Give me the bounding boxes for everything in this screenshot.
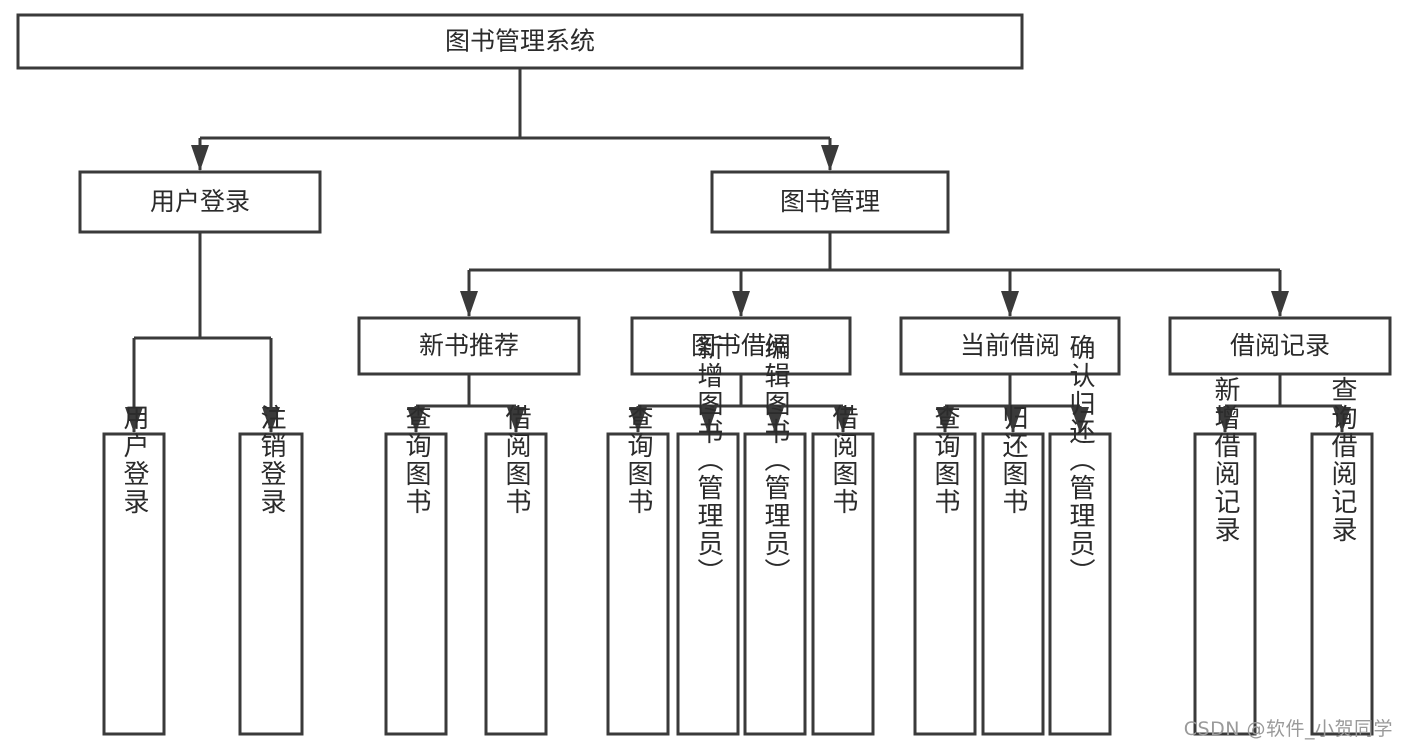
node-box (16, 13, 1024, 70)
node-当前借阅-查询图书[interactable]: 查询图书 (913, 404, 977, 736)
node-box (357, 316, 581, 376)
node-box (484, 432, 548, 736)
node-box (811, 432, 875, 736)
arrow-head-icon (191, 145, 209, 171)
arrow-head-icon (1333, 407, 1351, 433)
node-图书借阅-编辑图书管理员[interactable]: 编辑图书（管理员） (743, 334, 807, 736)
node-label: 查询借阅记录 (1327, 376, 1357, 544)
node-box (676, 432, 740, 736)
node-box (1193, 432, 1257, 736)
node-借阅记录-新增借阅记录[interactable]: 新增借阅记录 (1193, 376, 1257, 736)
arrow-head-icon (507, 407, 525, 433)
node-box (630, 316, 852, 376)
arrow-head-icon (1071, 407, 1089, 433)
node-新书推荐-图书管理[interactable]: 新书推荐 (357, 316, 581, 376)
node-box (710, 170, 950, 234)
node-图书借阅-查询图书[interactable]: 查询图书 (606, 404, 670, 736)
node-label: 新书推荐 (419, 331, 519, 360)
node-label: 图书管理系统 (445, 27, 595, 56)
arrow-head-icon (1216, 407, 1234, 433)
node-label: 编辑图书（管理员） (760, 334, 790, 586)
arrow-head-icon (1004, 407, 1022, 433)
node-用户登录[interactable]: 用户登录 (78, 170, 322, 234)
arrow-head-icon (699, 407, 717, 433)
node-box (1048, 432, 1112, 736)
arrow-head-icon (407, 407, 425, 433)
node-label: 查询图书 (401, 404, 431, 516)
node-box (238, 432, 304, 736)
arrow-head-icon (821, 145, 839, 171)
node-label: 当前借阅 (960, 331, 1060, 360)
node-图书借阅-图书管理[interactable]: 图书借阅 (630, 316, 852, 376)
node-box (102, 432, 166, 736)
arrow-head-icon (262, 407, 280, 433)
node-label: 确认归还（管理员） (1065, 334, 1095, 586)
node-借阅记录-查询借阅记录[interactable]: 查询借阅记录 (1310, 376, 1374, 736)
node-layer: 图书管理系统用户登录图书管理新书推荐图书借阅当前借阅借阅记录用户登录注销登录查询… (16, 13, 1392, 736)
node-图书借阅-借阅图书[interactable]: 借阅图书 (811, 404, 875, 736)
node-用户登录-注销登录[interactable]: 注销登录 (238, 404, 304, 736)
connector-layer (125, 68, 1351, 433)
node-图书管理[interactable]: 图书管理 (710, 170, 950, 234)
arrow-head-icon (936, 407, 954, 433)
node-label: 查询图书 (930, 404, 960, 516)
node-label: 新增借阅记录 (1210, 376, 1240, 544)
node-box (743, 432, 807, 736)
node-box (606, 432, 670, 736)
node-box (384, 432, 448, 736)
arrow-head-icon (732, 291, 750, 317)
node-label: 归还图书 (998, 404, 1028, 516)
node-图书借阅-新增图书管理员[interactable]: 新增图书（管理员） (676, 334, 740, 736)
node-label: 用户登录 (150, 187, 250, 216)
node-当前借阅-确认归还管理员[interactable]: 确认归还（管理员） (1048, 334, 1112, 736)
node-label: 图书借阅 (691, 331, 791, 360)
node-label: 借阅图书 (828, 404, 858, 516)
node-label: 用户登录 (119, 404, 149, 516)
node-当前借阅-归还图书[interactable]: 归还图书 (981, 404, 1045, 736)
node-label: 注销登录 (256, 404, 286, 516)
arrow-head-icon (766, 407, 784, 433)
arrow-head-icon (460, 291, 478, 317)
node-新书推荐-借阅图书[interactable]: 借阅图书 (484, 404, 548, 736)
node-label: 图书管理 (780, 187, 880, 216)
node-box (899, 316, 1121, 376)
node-box (78, 170, 322, 234)
arrow-head-icon (1001, 291, 1019, 317)
arrow-head-icon (125, 407, 143, 433)
node-借阅记录-图书管理[interactable]: 借阅记录 (1168, 316, 1392, 376)
node-新书推荐-查询图书[interactable]: 查询图书 (384, 404, 448, 736)
node-用户登录-用户登录[interactable]: 用户登录 (102, 404, 166, 736)
arrow-head-icon (1271, 291, 1289, 317)
node-label: 新增图书（管理员） (693, 334, 723, 586)
node-box (1310, 432, 1374, 736)
node-label: 查询图书 (623, 404, 653, 516)
node-当前借阅-图书管理[interactable]: 当前借阅 (899, 316, 1121, 376)
node-box (1168, 316, 1392, 376)
node-label: 借阅记录 (1230, 331, 1330, 360)
node-root-图书管理系统[interactable]: 图书管理系统 (16, 13, 1024, 70)
node-box (981, 432, 1045, 736)
arrow-head-icon (629, 407, 647, 433)
arrow-head-icon (834, 407, 852, 433)
node-label: 借阅图书 (501, 404, 531, 516)
node-box (913, 432, 977, 736)
